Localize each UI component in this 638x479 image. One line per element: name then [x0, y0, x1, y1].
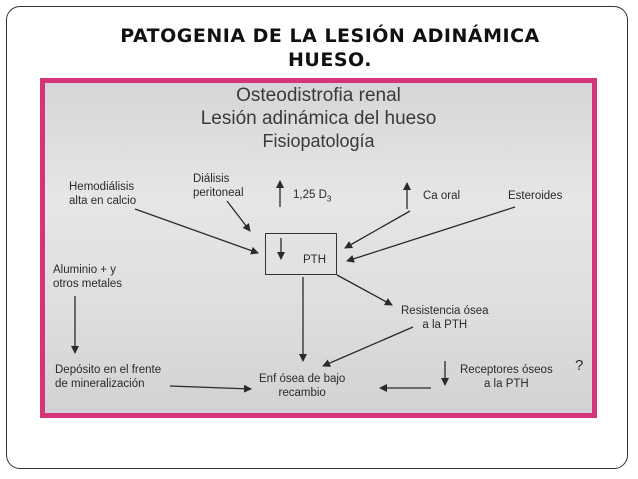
- slide-title-line2: HUESO.: [288, 49, 372, 71]
- node-esteroides: Esteroides: [508, 190, 563, 202]
- node-enf-osea-line1: Enf ósea de bajo: [259, 373, 346, 385]
- node-hemodialisis: Hemodiálisis alta en calcio: [69, 180, 136, 208]
- node-resistencia-line2: a la PTH: [422, 319, 468, 331]
- node-pth: PTH: [303, 254, 326, 266]
- figure-photo: Osteodistrofia renal Lesión adinámica de…: [40, 78, 597, 418]
- slide-title-line1: PATOGENIA DE LA LESIÓN ADINÁMICA: [120, 25, 540, 47]
- node-dialisis-line1: Diálisis: [193, 173, 230, 185]
- node-resistencia-line1: Resistencia ósea: [401, 305, 489, 317]
- node-aluminio-line1: Aluminio + y: [53, 264, 116, 276]
- node-deposito-line1: Depósito en el frente: [55, 364, 162, 376]
- slide-title: PATOGENIA DE LA LESIÓN ADINÁMICA HUESO.: [95, 24, 565, 72]
- node-deposito-line2: de mineralización: [55, 378, 145, 390]
- node-receptores-line2: a la PTH: [483, 378, 529, 390]
- node-dialisis-line2: peritoneal: [193, 187, 244, 199]
- node-deposito: Depósito en el frente de mineralización: [55, 363, 161, 391]
- arrow-deposito-to-enf: [169, 384, 252, 393]
- node-dialisis: Diálisis peritoneal: [193, 172, 244, 200]
- node-enf-osea-line2: recambio: [278, 387, 326, 399]
- node-vitamin-d: 1,25 D3: [293, 188, 331, 206]
- node-aluminio-line2: otros metales: [53, 278, 123, 290]
- arrows-layer: [71, 180, 516, 393]
- figure-heading-2: Lesión adinámica del hueso: [200, 108, 437, 129]
- slide-frame: [6, 6, 628, 469]
- node-aluminio: Aluminio + y otros metales: [53, 263, 122, 291]
- arrow-pth-to-resistencia: [336, 274, 393, 306]
- node-question: ?: [575, 357, 584, 374]
- node-vitamin-d-text: 1,25 D: [293, 189, 327, 201]
- figure-heading-1: Osteodistrofia renal: [236, 85, 401, 106]
- node-receptores-line1: Receptores óseos: [460, 364, 553, 376]
- arrow-resistencia-to-enf: [322, 326, 414, 367]
- node-resistencia: Resistencia ósea a la PTH: [401, 304, 489, 332]
- node-receptores: Receptores óseos a la PTH: [460, 363, 553, 391]
- node-vitamin-d-sub: 3: [326, 194, 332, 204]
- node-hemodialisis-line2: alta en calcio: [69, 195, 137, 207]
- pth-box: [265, 233, 337, 275]
- pathophysiology-diagram: Osteodistrofia renal Lesión adinámica de…: [45, 83, 592, 413]
- node-hemodialisis-line1: Hemodiálisis: [69, 181, 135, 193]
- node-enf-osea: Enf ósea de bajo recambio: [259, 372, 345, 400]
- arrow-hemodialisis-to-pth: [134, 208, 259, 255]
- arrow-esteroides-to-pth: [346, 206, 516, 263]
- figure-heading-3: Fisiopatología: [262, 131, 375, 151]
- node-ca-oral: Ca oral: [423, 190, 461, 202]
- arrow-ca-oral-to-pth: [344, 210, 411, 249]
- arrow-dialisis-to-pth: [226, 200, 251, 232]
- photo-background: [45, 83, 592, 413]
